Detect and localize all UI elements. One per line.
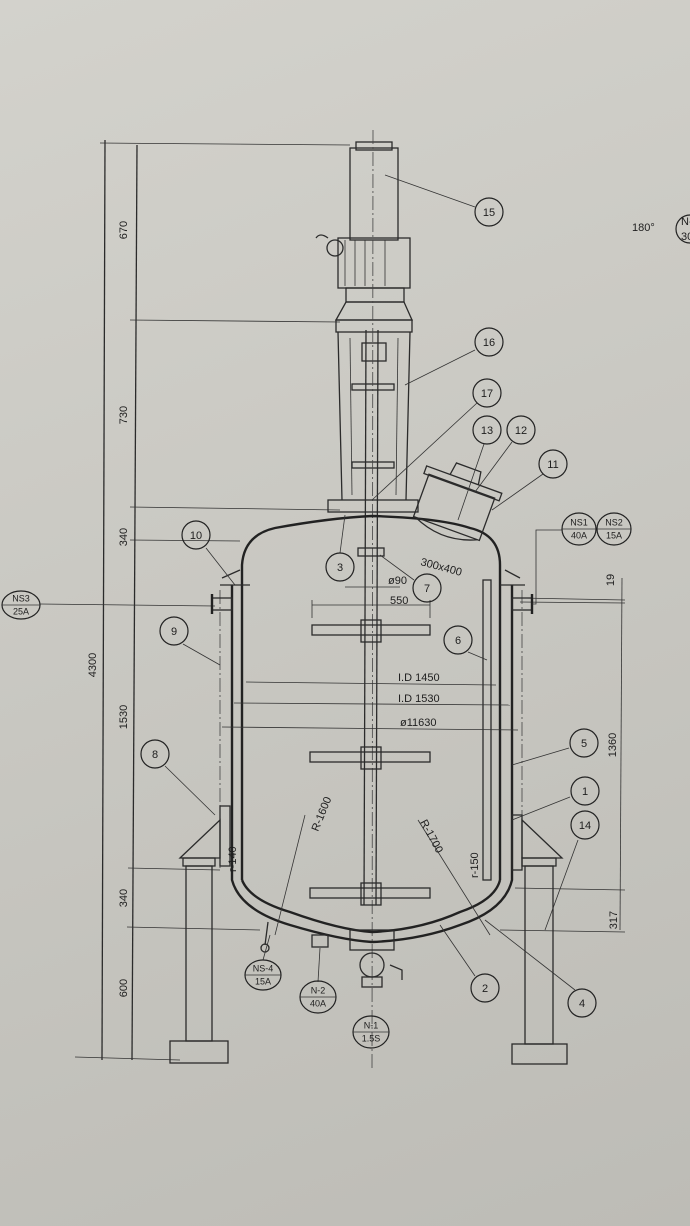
callout-circle (472, 415, 502, 445)
callout-number: 6 (455, 635, 461, 647)
right-dimension-lines (499, 577, 626, 933)
callout-circle (159, 616, 189, 646)
leader-lines (164, 174, 579, 991)
dim-4300: 4300 (87, 653, 99, 677)
partial-nozzle-size: 30 (681, 231, 690, 243)
callout-circle (412, 573, 442, 603)
nozzle-tag-label: NS2 (605, 517, 623, 527)
dim-730: 730 (118, 406, 130, 424)
dim-19: 19 (605, 574, 617, 586)
agitator-motor (315, 141, 414, 321)
nozzle-tag-label: NS3 (12, 593, 30, 603)
callout-circle (538, 449, 568, 479)
width550-label: 550 (390, 595, 408, 607)
callout-number: 8 (152, 749, 158, 761)
centerline (371, 129, 374, 1071)
callout-circle (569, 728, 599, 758)
dim-317: 317 (608, 911, 620, 929)
bottom-outlets (260, 921, 403, 988)
nozzle-tag-label: NS-4 (253, 963, 274, 973)
callout-number: 3 (337, 562, 343, 574)
nozzle-size-label: 15A (606, 530, 622, 540)
id1450-label: I.D 1450 (398, 672, 440, 684)
callout-number: 10 (190, 530, 202, 542)
callout-number: 11 (547, 459, 558, 471)
r140-label: r-140 (227, 846, 239, 872)
callout-circle (325, 552, 355, 582)
nozzle-size-label: 15A (255, 976, 271, 986)
nozzle-tag-label: NS1 (570, 517, 588, 527)
callout-circle (506, 415, 536, 445)
internal-dimension-lines (221, 681, 519, 936)
callout-number: 5 (581, 738, 587, 750)
partial-nozzle-tag: N- (681, 216, 690, 228)
r150-label: r-150 (469, 852, 481, 878)
phi11630-label: ø11630 (400, 717, 437, 729)
nozzle-tag-label: N-1 (364, 1020, 379, 1030)
callout-circle (472, 378, 502, 408)
manhole-size-label: 300x400 (419, 556, 463, 579)
callout-number: 2 (482, 983, 488, 995)
nozzle-tag-label: N-2 (311, 985, 326, 995)
dim-600: 600 (118, 979, 130, 997)
callout-circle (443, 625, 473, 655)
dim-340-bottom: 340 (118, 889, 130, 907)
callout-circle (470, 973, 500, 1003)
callout-number: 13 (481, 425, 493, 437)
r1600-label: R-1600 (310, 795, 335, 833)
nozzle-tags: NS1 40A NS2 15A NS3 25A NS-4 15A N-2 40A N-1 1.5S (1, 512, 632, 1049)
callout-circle (140, 739, 170, 769)
dim-340-top: 340 (118, 528, 130, 546)
id1530-label: I.D 1530 (398, 693, 440, 705)
vessel-shell (219, 514, 525, 944)
callout-circle (474, 197, 504, 227)
callout-number: 7 (424, 583, 430, 595)
callout-circle (570, 776, 600, 806)
callout-number: 17 (481, 388, 493, 400)
dim-670: 670 (118, 221, 130, 239)
left-dimension-lines (39, 139, 351, 1061)
side-nozzles (210, 529, 562, 871)
callout-circle (570, 810, 600, 840)
nozzle-size-label: 1.5S (362, 1033, 381, 1043)
callout-number: 14 (579, 820, 591, 832)
support-legs (169, 818, 568, 1065)
callout-number: 12 (515, 425, 527, 437)
callout-circle (181, 520, 211, 550)
nozzle-size-label: 40A (571, 530, 587, 540)
callout-number: 16 (483, 337, 495, 349)
nozzle-size-label: 25A (13, 606, 29, 616)
callout-circle (567, 988, 597, 1018)
dim-1530: 1530 (118, 705, 130, 729)
callout-bubbles: 15 16 17 13 12 11 10 3 7 6 9 5 8 1 14 2 4 (140, 197, 600, 1018)
callout-number: 15 (483, 207, 495, 219)
phi90-label: ø90 (388, 575, 407, 587)
nozzle-size-label: 40A (310, 998, 326, 1008)
callout-number: 1 (582, 786, 588, 798)
dim-1360: 1360 (607, 733, 619, 757)
manhole (412, 462, 503, 542)
r1700-label: R-1700 (417, 818, 445, 855)
callout-number: 9 (171, 626, 177, 638)
impeller-blades (309, 586, 431, 906)
view-angle-label: 180° (632, 222, 655, 234)
callout-circle (474, 327, 504, 357)
callout-number: 4 (579, 998, 585, 1010)
agitator-shaft (357, 329, 385, 906)
